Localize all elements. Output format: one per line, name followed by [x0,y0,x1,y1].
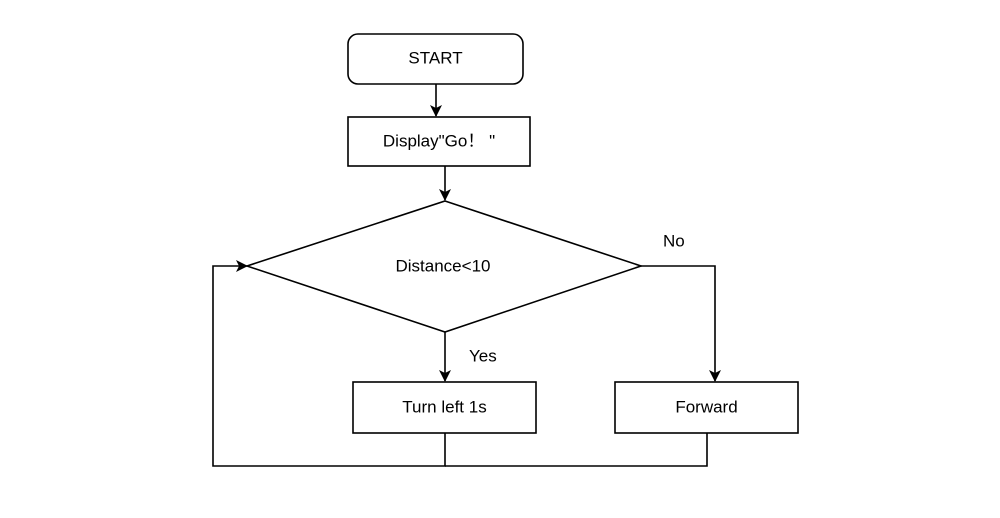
edge-decision-to-forward [641,265,721,382]
node-forward: Forward [614,381,799,434]
edge-loop-back-to-decision [212,260,446,467]
node-display: Display"Go！ " [347,116,531,167]
node-start: START [347,33,524,85]
node-display-label: Display"Go！ " [383,131,495,150]
node-turn-left-label: Turn left 1s [402,397,486,416]
edge-label-yes: Yes [469,346,497,365]
node-start-label: START [408,48,462,67]
edge-label-no: No [663,231,685,250]
node-decision: Distance<10 [244,200,644,333]
node-forward-label: Forward [675,397,737,416]
node-turn-left: Turn left 1s [352,381,537,434]
edge-forward-to-loop [445,433,708,467]
node-decision-label: Distance<10 [396,256,491,275]
